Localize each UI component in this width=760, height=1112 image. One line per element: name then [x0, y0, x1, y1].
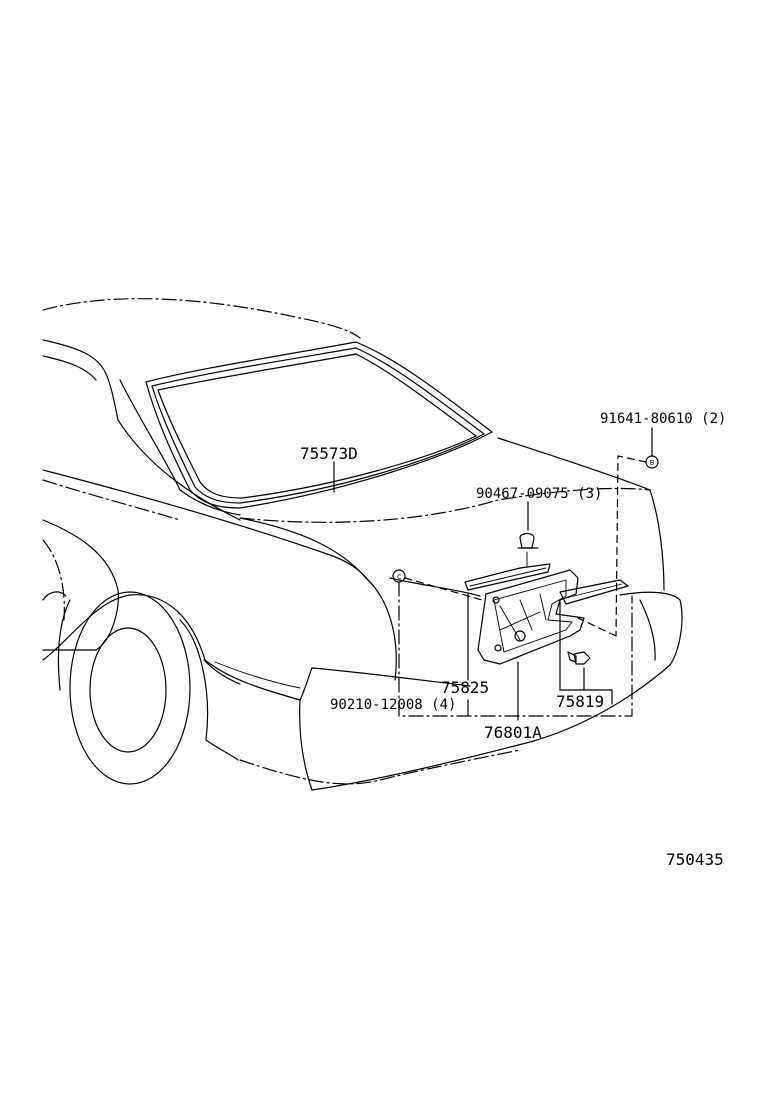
bumper-right: [619, 591, 683, 666]
bottom-line: [239, 749, 521, 785]
arch-rear: [179, 619, 239, 761]
part-labels: 75573D 91641-80610 (2) 90467-09075 (3) 7…: [300, 411, 726, 869]
part-label-90467: 90467-09075 (3): [476, 486, 602, 502]
trunk-left-edge: [239, 517, 367, 579]
license-garnish-assembly: [464, 563, 629, 665]
roof-line: [42, 298, 361, 339]
fender-edge: [203, 659, 241, 685]
bumper-side: [299, 699, 313, 791]
pillar-edge: [42, 355, 97, 381]
car-body-outline: [42, 298, 683, 791]
wheel-arch-left: [57, 599, 71, 691]
moulding-strip: [464, 563, 551, 591]
garnish-panel: [477, 569, 585, 665]
nut-90210: [567, 651, 591, 665]
part-label-90210: 90210-12008 (4): [330, 697, 456, 713]
bumper-bottom: [311, 664, 671, 791]
wheel-inner: [89, 627, 167, 753]
callout-b: B: [645, 455, 659, 469]
bumper-top: [299, 667, 471, 701]
part-label-76801A: 76801A: [484, 723, 542, 742]
wheel-outer: [69, 591, 191, 785]
callout-b-label: B: [650, 459, 654, 467]
glass-side-body: [119, 379, 241, 516]
trunk-shut-line: [239, 487, 651, 523]
door-dash: [42, 539, 65, 621]
part-label-75819: 75819: [556, 692, 604, 711]
arch-lip: [42, 591, 67, 601]
beltline-dash: [42, 479, 181, 521]
fender-crease: [214, 661, 301, 689]
part-label-75573D: 75573D: [300, 444, 358, 463]
tail-lamp-left: [365, 577, 397, 681]
roof-rail: [42, 339, 119, 421]
figure-number: 750435: [666, 850, 724, 869]
trunk-lower: [389, 577, 481, 597]
part-label-91641: 91641-80610 (2): [600, 411, 726, 427]
quarter-crease: [117, 419, 241, 521]
wheel-arch-top: [42, 594, 206, 661]
callout-c: c: [392, 569, 406, 583]
side-moulding: [559, 579, 629, 605]
callout-c-label: c: [397, 572, 402, 581]
part-label-75825: 75825: [441, 678, 489, 697]
rocker-line: [204, 659, 301, 701]
leader-lines: [333, 427, 653, 721]
rear-window-weatherstrip: [145, 341, 493, 509]
bumper-inner: [639, 599, 656, 661]
beltline: [42, 469, 369, 581]
clip-90467: [517, 532, 539, 567]
door-edge: [42, 519, 119, 651]
